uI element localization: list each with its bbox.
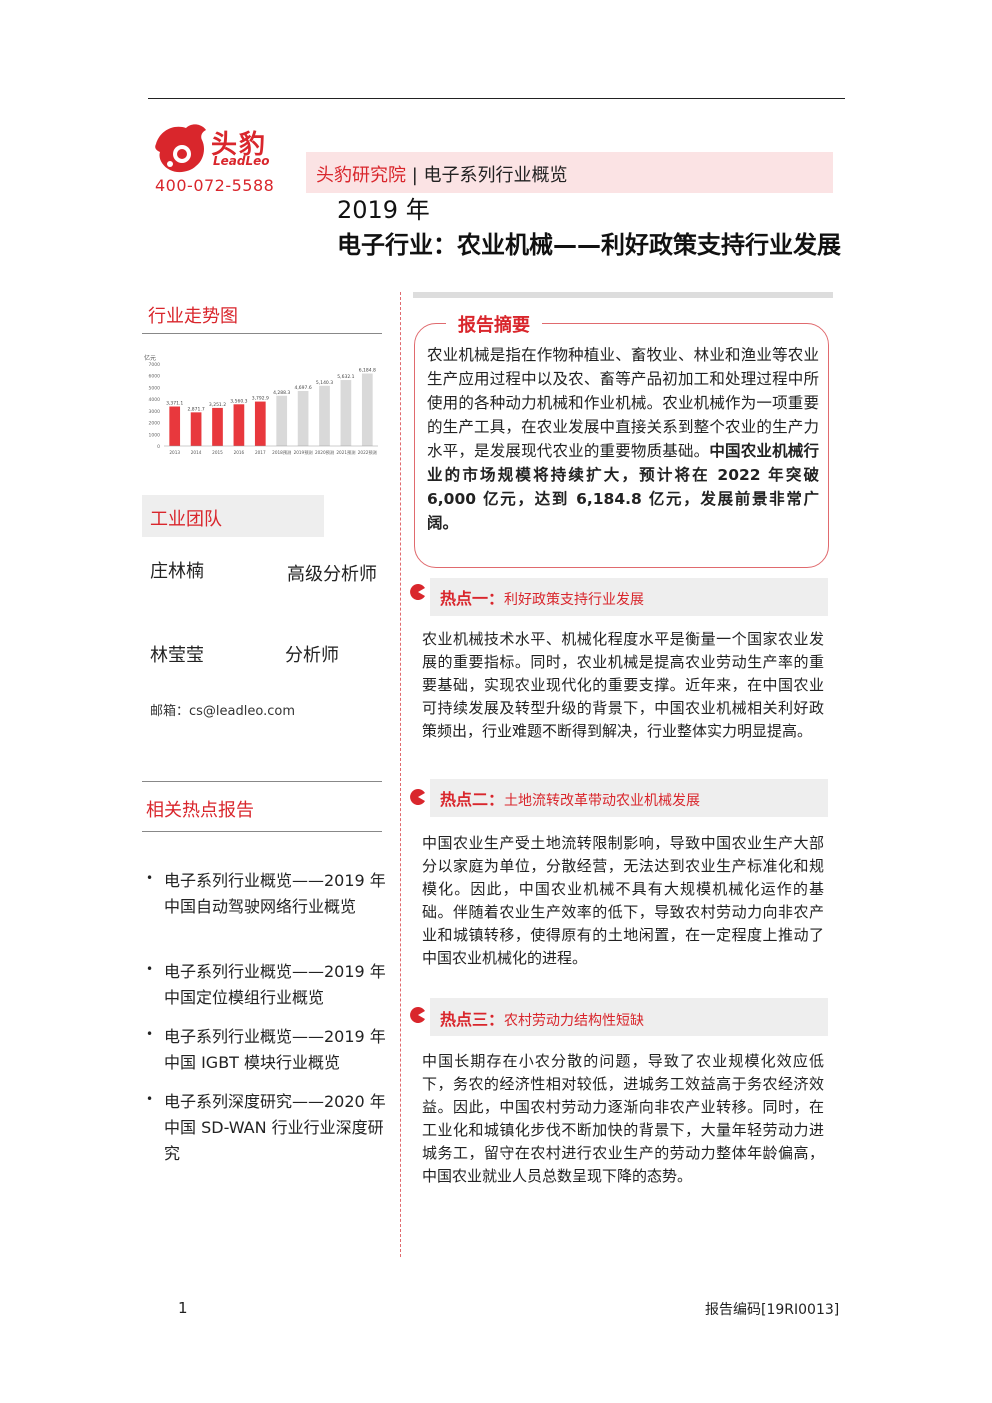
trend-chart: 亿元 7000 6000 5000 4000 3000 2000 1000 0 3,371.1… xyxy=(144,354,378,456)
chart-data-label: 5,632.1 xyxy=(337,374,354,380)
chart-bar xyxy=(212,407,223,446)
phone-number: 400-072-5588 xyxy=(155,176,275,195)
hotspot-subtitle: 农村劳动力结构性短缺 xyxy=(504,1013,645,1029)
bullet-icon: • xyxy=(146,962,154,976)
hotspot-bar xyxy=(430,578,828,616)
analyst-role: 高级分析师 xyxy=(287,564,377,585)
hotspot-title: 热点一：利好政策支持行业发展 xyxy=(440,585,644,609)
chart-bar xyxy=(169,406,181,446)
chart-xtick-label: 2020预测 xyxy=(315,449,334,456)
summary-text: 农业机械是指在作物种植业、畜牧业、林业和渔业等农业生产应用过程中以及农、畜等产品… xyxy=(427,343,819,535)
chart-xtick-label: 2014 xyxy=(191,450,202,455)
institute-name: 头豹研究院 xyxy=(316,165,406,186)
hotspot-label: 热点二： xyxy=(440,790,505,809)
chart-ytick-label: 3000 xyxy=(149,409,161,415)
hotspot-title: 热点二：土地流转改革带动农业机械发展 xyxy=(440,786,700,810)
bullet-icon: • xyxy=(146,871,154,885)
summary-text-normal: 农业机械是指在作物种植业、畜牧业、林业和渔业等农业生产应用过程中以及农、畜等产品… xyxy=(427,346,819,460)
analyst-role: 分析师 xyxy=(285,645,339,666)
hotspot-subtitle: 利好政策支持行业发展 xyxy=(504,592,645,608)
banner-separator: | xyxy=(411,165,418,186)
leadleo-logo-icon xyxy=(155,124,206,173)
related-report-link[interactable]: 电子系列行业概览——2019 年中国 IGBT 模块行业概览 xyxy=(164,1027,386,1072)
hotspot-subtitle: 土地流转改革带动农业机械发展 xyxy=(504,793,701,809)
chart-data-label: 3,792.9 xyxy=(252,396,269,402)
pie-marker-icon xyxy=(410,584,425,600)
chart-data-label: 3,560.3 xyxy=(230,398,247,404)
hotspot-bar xyxy=(430,779,828,817)
team-heading: 工业团队 xyxy=(150,509,222,530)
logo-text-en: LeadLeo xyxy=(213,154,270,168)
page-number: 1 xyxy=(178,1299,188,1317)
related-report-link[interactable]: 电子系列行业概览——2019 年中国自动驾驶网络行业概览 xyxy=(164,871,386,916)
chart-ytick-label: 7000 xyxy=(149,362,161,368)
chart-data-label: 4,288.3 xyxy=(273,390,290,396)
chart-data-label: 2,871.7 xyxy=(188,406,205,412)
chart-ytick-label: 5000 xyxy=(149,385,161,391)
summary-top-bar xyxy=(413,292,833,298)
chart-data-label: 6,184.8 xyxy=(359,368,376,374)
hotspot-bar xyxy=(430,998,828,1036)
summary-label: 报告摘要 xyxy=(446,311,542,337)
chart-bar xyxy=(233,404,245,446)
chart-xtick-label: 2013 xyxy=(169,450,180,455)
chart-bar xyxy=(319,385,330,446)
logo-text-cn: 头豹 xyxy=(211,130,268,160)
hotspot-text: 农业机械技术水平、机械化程度水平是衡量一个国家农业发展的重要指标。同时，农业机械… xyxy=(422,630,824,740)
chart-xtick-label: 2015 xyxy=(212,450,223,455)
chart-bar xyxy=(190,412,202,446)
analyst-name: 庄林楠 xyxy=(150,561,204,582)
contact-email: 邮箱：cs@leadleo.com xyxy=(150,704,295,719)
hotspot-label: 热点一： xyxy=(440,589,505,608)
related-heading: 相关热点报告 xyxy=(146,800,254,821)
chart-ytick-label: 6000 xyxy=(149,374,161,380)
chart-ytick-label: 2000 xyxy=(149,421,161,427)
chart-xtick-label: 2018预测 xyxy=(272,449,291,456)
pie-marker-icon xyxy=(410,789,425,805)
hotspot-label: 热点三： xyxy=(440,1010,505,1029)
team-heading-box xyxy=(142,495,324,537)
series-name: 电子系列行业概览 xyxy=(423,165,568,186)
banner-text: 头豹研究院 | 电子系列行业概览 xyxy=(316,161,568,187)
chart-bar xyxy=(276,395,288,446)
chart-ytick-label: 0 xyxy=(157,444,160,450)
pie-marker-icon xyxy=(410,1007,425,1023)
chart-ytick-label: 1000 xyxy=(149,432,161,438)
chart-ylabel: 亿元 xyxy=(144,354,156,362)
header-banner xyxy=(306,152,833,193)
related-rule-top xyxy=(142,781,382,782)
chart-data-label: 3,371.1 xyxy=(166,401,183,407)
chart-xtick-label: 2019预测 xyxy=(294,449,313,456)
trend-rule xyxy=(142,333,382,334)
hotspot-text: 中国农业生产受土地流转限制影响，导致中国农业生产大部分以家庭为单位，分散经营，无… xyxy=(422,834,824,967)
chart-ytick-label: 4000 xyxy=(149,397,161,403)
chart-bar xyxy=(340,380,352,446)
related-report-link[interactable]: 电子系列深度研究——2020 年中国 SD-WAN 行业行业深度研究 xyxy=(164,1092,386,1163)
bullet-icon: • xyxy=(146,1027,154,1041)
chart-xtick-label: 2017 xyxy=(255,450,266,455)
analyst-name: 林莹莹 xyxy=(150,645,204,666)
bullet-icon: • xyxy=(146,1092,154,1106)
summary-text-bold: 中国农业机械行业的市场规模将持续扩大，预计将在 2022 年突破 6,000 亿… xyxy=(427,442,819,532)
report-title: 电子行业：农业机械——利好政策支持行业发展 xyxy=(337,231,841,259)
chart-data-label: 3,251.2 xyxy=(209,402,226,408)
chart-xtick-label: 2022预测 xyxy=(358,449,377,456)
hotspot-title: 热点三：农村劳动力结构性短缺 xyxy=(440,1006,644,1030)
chart-data-label: 4,697.6 xyxy=(295,385,312,391)
chart-xtick-label: 2016 xyxy=(234,450,245,455)
related-rule-bottom xyxy=(142,831,382,832)
chart-bar xyxy=(297,390,309,446)
top-rule xyxy=(148,98,845,99)
report-year: 2019 年 xyxy=(337,196,430,224)
chart-data-label: 5,140.3 xyxy=(316,380,333,386)
column-divider xyxy=(400,292,401,1257)
related-report-link[interactable]: 电子系列行业概览——2019 年中国定位模组行业概览 xyxy=(164,962,386,1007)
hotspot-text: 中国长期存在小农分散的问题，导致了农业规模化效应低下，务农的经济性相对较低，进城… xyxy=(422,1052,824,1185)
trend-heading: 行业走势图 xyxy=(148,306,238,327)
chart-bar xyxy=(361,373,373,446)
chart-bar xyxy=(254,401,266,446)
report-code: 报告编码[19RI0013] xyxy=(705,1302,840,1318)
chart-xtick-label: 2021预测 xyxy=(336,449,355,456)
summary-box xyxy=(414,323,829,568)
